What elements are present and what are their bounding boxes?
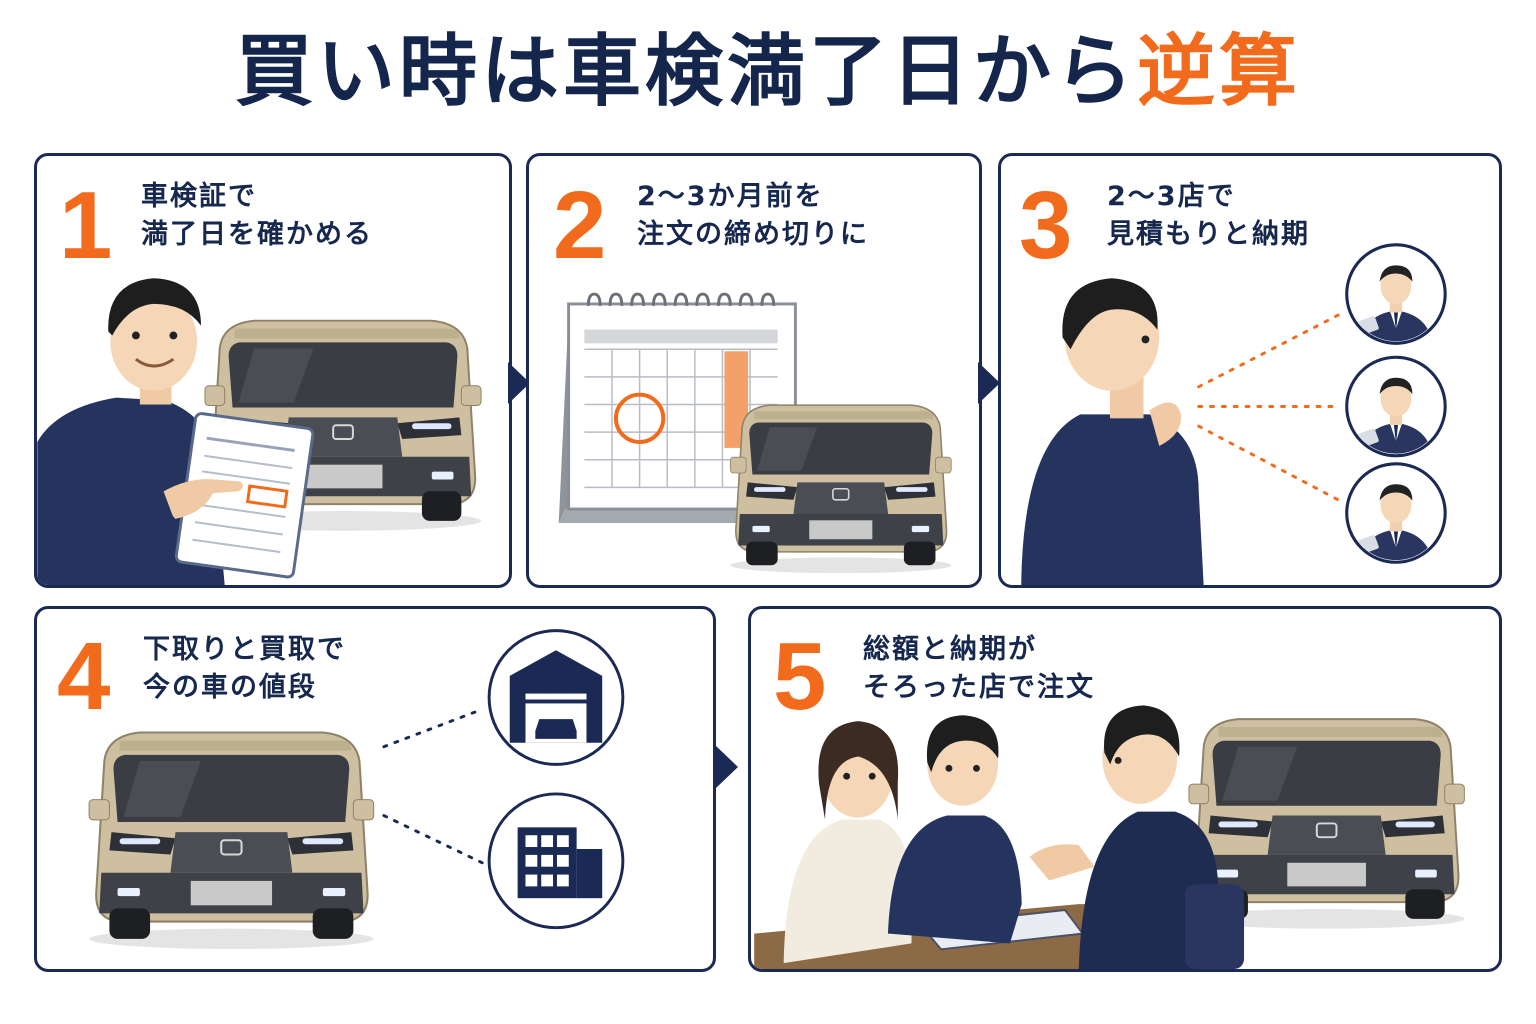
salesperson-avatar xyxy=(1347,464,1445,565)
step-1-caption: 車検証で 満了日を確かめる xyxy=(141,178,373,255)
title-main: 買い時は車検満了日から xyxy=(234,27,1137,117)
flow-arrow-icon xyxy=(978,362,1000,404)
document-icon xyxy=(174,412,315,579)
step-1-panel: 1 車検証で 満了日を確かめる xyxy=(34,153,512,588)
step-4-illustration xyxy=(88,629,625,951)
title-accent: 逆算 xyxy=(1137,27,1302,117)
step-4-number: 4 xyxy=(57,623,111,730)
car-illustration xyxy=(729,404,953,574)
step-2-illustration xyxy=(558,292,953,574)
step-5-number: 5 xyxy=(773,623,827,730)
garage-icon xyxy=(487,629,625,766)
step-2-caption: 2〜3か月前を 注文の締め切りに xyxy=(637,178,869,255)
step-5-illustration xyxy=(754,705,1466,969)
step-3-line1: 2〜3店で xyxy=(1107,181,1236,212)
step-2-line2: 注文の締め切りに xyxy=(637,219,869,251)
step-2-panel: 2 2〜3か月前を 注文の締め切りに xyxy=(526,153,982,588)
page-title: 買い時は車検満了日から逆算 xyxy=(0,27,1536,118)
step-5-line2: そろった店で注文 xyxy=(863,672,1095,704)
step-3-number: 3 xyxy=(1019,172,1073,279)
step-5-panel: 5 総額と納期が そろった店で注文 xyxy=(748,606,1502,972)
step-2-number: 2 xyxy=(553,172,607,279)
flow-arrow-icon xyxy=(508,362,530,404)
salesperson-avatar xyxy=(1347,245,1445,346)
step-3-illustration xyxy=(1021,156,1499,585)
step-4-panel: 4 下取りと買取で 今の車の値段 xyxy=(34,606,716,972)
step-1-illustration xyxy=(37,278,483,585)
step-4-caption: 下取りと買取で 今の車の値段 xyxy=(143,631,346,708)
salesperson-avatar xyxy=(1347,357,1445,458)
step-3-caption: 2〜3店で 見積もりと納期 xyxy=(1107,178,1310,255)
car-illustration xyxy=(88,731,375,951)
step-1-line1: 車検証で xyxy=(141,181,257,212)
step-5-line1: 総額と納期が xyxy=(863,634,1037,665)
step-4-line2: 今の車の値段 xyxy=(143,672,317,704)
step-4-line1: 下取りと買取で xyxy=(143,634,346,665)
step-5-caption: 総額と納期が そろった店で注文 xyxy=(863,631,1095,708)
step-1-number: 1 xyxy=(59,172,113,279)
building-icon xyxy=(487,792,625,930)
flow-arrow-icon xyxy=(716,746,738,788)
step-3-line2: 見積もりと納期 xyxy=(1107,219,1310,251)
step-1-line2: 満了日を確かめる xyxy=(141,219,373,251)
step-3-panel: 3 2〜3店で 見積もりと納期 xyxy=(998,153,1502,588)
step-2-line1: 2〜3か月前を xyxy=(637,181,824,212)
